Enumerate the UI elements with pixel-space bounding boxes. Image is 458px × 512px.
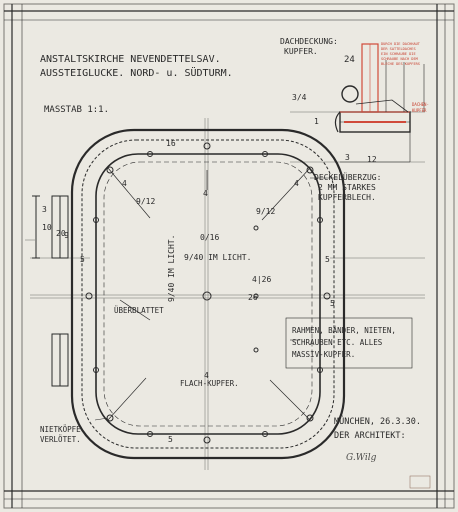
side-note-4: SCHRAUBE NACH DEM	[381, 57, 419, 61]
sheet-border	[3, 3, 455, 509]
dim-3b: 3	[42, 205, 47, 214]
frame-note-3: MASSIV-KUPFER.	[292, 350, 355, 359]
clear-width-label: 9/40 IM LICHT.	[184, 253, 251, 262]
dim-4b: 4	[122, 179, 127, 188]
dim-16b: 0/16	[200, 233, 219, 242]
architect-signature: G.Wilg	[346, 453, 377, 463]
diagonal-dims	[107, 167, 311, 421]
dim-4d: 4	[204, 371, 209, 380]
rivets	[85, 142, 331, 444]
archive-stamp	[409, 475, 431, 489]
place-date: MÜNCHEN, 26.3.30.	[334, 416, 421, 427]
dim-5b: 5	[325, 255, 330, 264]
dim-5c: 5	[168, 435, 173, 444]
dim-3-4: 3/4	[292, 93, 307, 102]
dim-12: 12	[367, 155, 377, 164]
dim-5d: 5	[330, 299, 335, 308]
roofing-label: DACHDECKUNG:	[280, 37, 338, 46]
side-note-5: BLECHE DES KUPFERS	[381, 62, 420, 66]
roofing-material: KUPFER.	[284, 47, 318, 56]
frame-note-box	[285, 317, 413, 369]
side-note-1: DURCH DIE DACHHAUT	[381, 42, 421, 46]
leader-lines	[94, 177, 338, 421]
dim-diag-2: 9/12	[256, 207, 275, 216]
roofing-size: 24	[344, 55, 355, 65]
overlap-label: ÜBERBLATTET	[114, 306, 164, 315]
dim-5a: 5	[80, 255, 85, 264]
roof-section-detail	[334, 43, 425, 163]
dim-10: 10	[42, 223, 52, 232]
frame-note-1: RAHMEN, BÄNDER, NIETEN,	[292, 326, 396, 335]
dim-1: 1	[314, 117, 319, 126]
frame-note-2: SCHRAUBEN ETC. ALLES	[292, 338, 383, 347]
cover-note-1: DECKELÜBERZUG:	[314, 172, 381, 182]
dim-20: 20	[56, 229, 66, 238]
dim-16: 16	[166, 139, 176, 148]
clear-height-label: 9/40 IM LICHT.	[167, 235, 176, 302]
rivet-note-2: VERLÖTET.	[40, 435, 81, 444]
title-line-1: ANSTALTSKIRCHE NEVENDETTELSAV.	[40, 54, 221, 65]
dim-3a: 3	[345, 153, 350, 162]
cover-note-3: KUPFERBLECH.	[318, 193, 376, 202]
scale-label: MASSTAB 1:1.	[44, 105, 109, 115]
dim-4c: 4	[294, 179, 299, 188]
red-note-1: DACHEN-	[412, 102, 429, 107]
left-hinge-section	[32, 195, 69, 387]
dim-9: 9	[64, 231, 69, 240]
dimension-numbers: 16 0/16 4 4 5 5 5 5 12 3 3 1 26 9 9/12 9…	[42, 93, 377, 444]
flat-copper-label: FLACH-KUPFER.	[180, 379, 239, 388]
dim-4a: 4	[203, 189, 208, 198]
dim-4-26: 4|26	[252, 275, 271, 284]
dim-diag-1: 9/12	[136, 197, 155, 206]
side-note-2: DER SATTELDACHES	[381, 47, 416, 51]
dim-26: 26	[248, 293, 258, 302]
title-line-2: AUSSTEIGLUCKE. NORD- u. SÜDTURM.	[40, 66, 233, 79]
side-note-3: EIN SCHRAUBE DIE	[381, 52, 416, 56]
architect-label: DER ARCHITEKT:	[334, 431, 406, 441]
rivet-note-1: NIETKÖPFE	[40, 425, 81, 434]
red-note-2: KUPFER	[412, 108, 427, 113]
hatch-outline	[70, 128, 346, 460]
cover-note-2: 2 MM STARKES	[318, 183, 376, 192]
